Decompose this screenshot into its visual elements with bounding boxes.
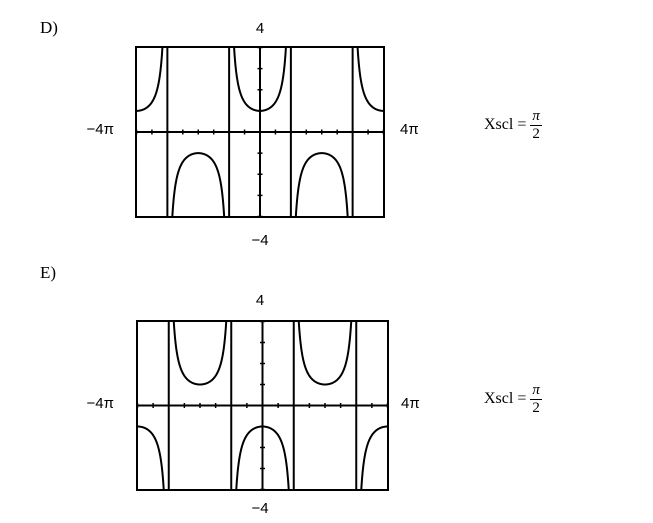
curve-branch (172, 321, 228, 386)
xscl-denominator: 2 (532, 399, 540, 416)
graph-e-xmax-label: 4π (401, 395, 420, 412)
xscl-numerator: π (530, 108, 542, 126)
curve-branch (360, 425, 388, 490)
curve-group (137, 321, 388, 490)
curve-branch (235, 425, 290, 490)
graph-e-ymax-label: 4 (255, 292, 265, 309)
curve-branch (233, 47, 287, 112)
curve-branch (356, 47, 384, 112)
graph-d-ymin-label: −4 (251, 232, 269, 249)
option-e-label: E) (40, 263, 57, 282)
xscl-numerator: π (530, 382, 542, 400)
graph-d-xmax-label: 4π (400, 121, 419, 138)
xscl-lhs: Xscl = (484, 390, 527, 407)
curve-branch (136, 47, 164, 112)
graph-d-xmin-label: −4π (86, 121, 114, 138)
curve-branch (294, 152, 349, 217)
graph-e-ymin-label: −4 (251, 500, 269, 517)
option-d-label: D) (40, 18, 58, 37)
curve-group (136, 47, 384, 217)
graph-e (136, 320, 389, 491)
graph-d-xscl: Xscl = π 2 (484, 108, 542, 142)
graph-d (135, 46, 385, 218)
graph-e-xscl: Xscl = π 2 (484, 382, 542, 416)
xscl-lhs: Xscl = (484, 116, 527, 133)
graph-e-xmin-label: −4π (86, 395, 114, 412)
xscl-fraction: π 2 (530, 382, 542, 416)
xscl-fraction: π 2 (530, 108, 542, 142)
curve-branch (171, 152, 226, 217)
curve-branch (297, 321, 353, 386)
graph-d-ymax-label: 4 (255, 20, 265, 37)
curve-branch (137, 425, 165, 490)
xscl-denominator: 2 (532, 125, 540, 142)
